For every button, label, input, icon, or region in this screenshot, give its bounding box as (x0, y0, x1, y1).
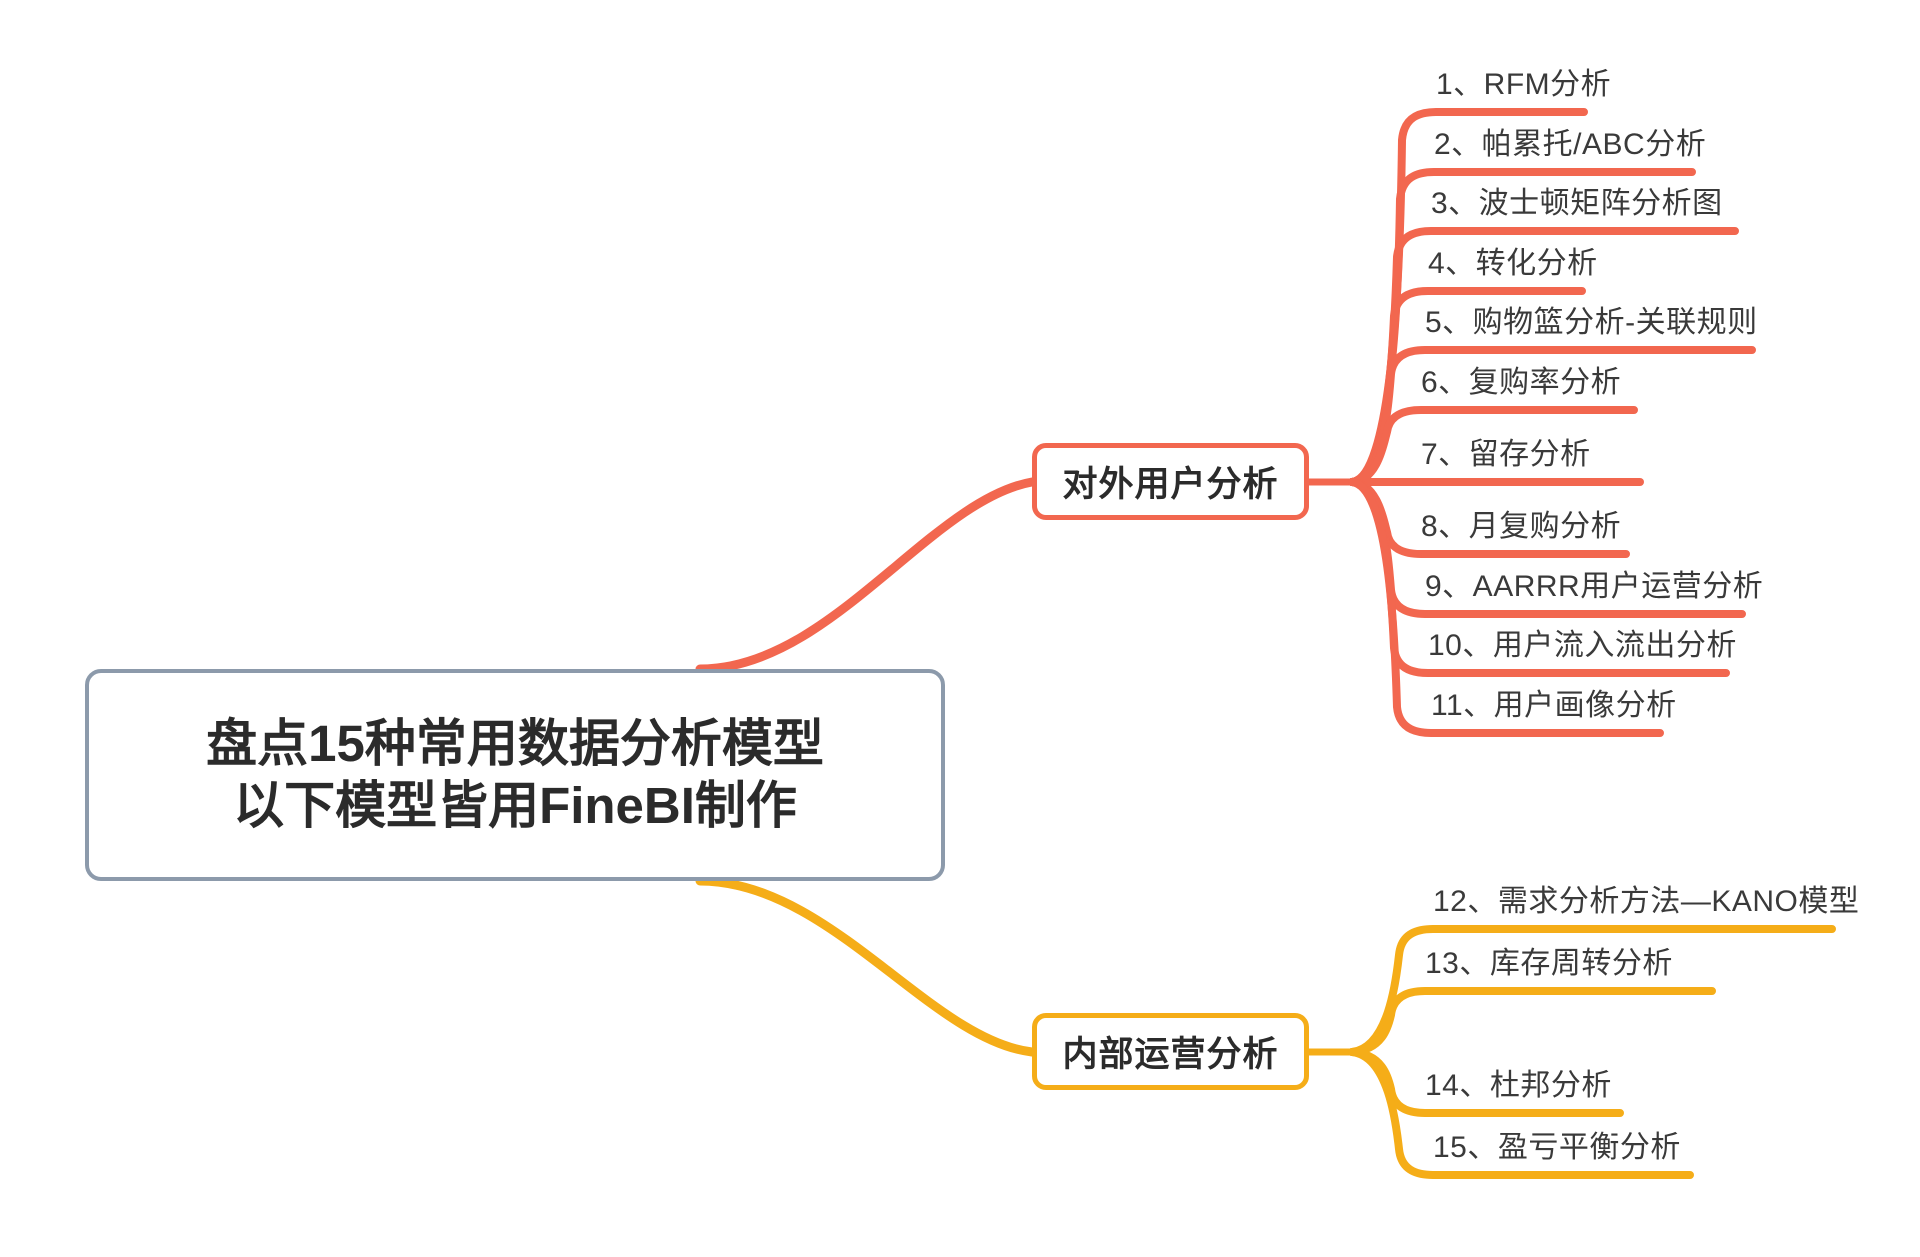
leaf-label-15: 15、盈亏平衡分析 (1433, 1131, 1681, 1164)
branch-label-outer: 对外用户分析 (1062, 465, 1279, 504)
leaf-label-5: 5、购物篮分析-关联规则 (1425, 306, 1758, 339)
leaf-underline-7 (1421, 479, 1606, 486)
leaf-underline-12 (1433, 926, 1832, 933)
branch-label-inner: 内部运营分析 (1062, 1035, 1279, 1074)
leaf-item-13[interactable]: 13、库存周转分析 (1425, 949, 1712, 995)
leaf-item-5[interactable]: 5、购物篮分析-关联规则 (1425, 306, 1758, 354)
leaf-item-3[interactable]: 3、波士顿矩阵分析图 (1431, 189, 1735, 235)
leaf-item-4[interactable]: 4、转化分析 (1428, 247, 1598, 295)
leaf-item-14[interactable]: 14、杜邦分析 (1425, 1071, 1620, 1117)
root-title-line-2: 以下模型皆用FineBI制作 (233, 777, 797, 834)
leaf-underline-10 (1428, 670, 1726, 677)
leaf-item-15[interactable]: 15、盈亏平衡分析 (1433, 1133, 1690, 1179)
leaf-item-9[interactable]: 9、AARRR用户运营分析 (1425, 570, 1764, 618)
leaf-underline-6 (1421, 407, 1634, 414)
leaf-label-12: 12、需求分析方法—KANO模型 (1433, 885, 1860, 918)
leaf-underline-8 (1421, 551, 1626, 558)
leaf-underline-11 (1431, 730, 1660, 737)
leaf-label-9: 9、AARRR用户运营分析 (1425, 570, 1764, 603)
leaf-label-11: 11、用户画像分析 (1431, 689, 1677, 722)
trunk-outer (695, 477, 1037, 674)
leaf-label-1: 1、RFM分析 (1436, 68, 1612, 101)
leaf-label-3: 3、波士顿矩阵分析图 (1431, 187, 1723, 220)
leaf-item-1[interactable]: 1、RFM分析 (1436, 68, 1612, 116)
trunk-inner (695, 876, 1037, 1057)
branch-node-outer-user-analysis[interactable]: 对外用户分析 (1032, 443, 1309, 520)
leaf-label-2: 2、帕累托/ABC分析 (1434, 128, 1707, 161)
leaf-underline-1 (1436, 109, 1584, 116)
leaf-label-13: 13、库存周转分析 (1425, 947, 1673, 980)
leaf-item-12[interactable]: 12、需求分析方法—KANO模型 (1433, 885, 1860, 933)
leaf-label-4: 4、转化分析 (1428, 247, 1598, 280)
leaf-label-6: 6、复购率分析 (1421, 366, 1622, 399)
leaf-item-2[interactable]: 2、帕累托/ABC分析 (1434, 128, 1707, 176)
leaf-item-8[interactable]: 8、月复购分析 (1421, 512, 1626, 558)
branch-node-internal-operations-analysis[interactable]: 内部运营分析 (1032, 1013, 1309, 1090)
leaf-underline-5 (1425, 347, 1752, 354)
leaf-item-10[interactable]: 10、用户流入流出分析 (1428, 629, 1737, 677)
leaf-underline-3 (1431, 228, 1735, 235)
leaf-item-6[interactable]: 6、复购率分析 (1421, 368, 1634, 414)
leaf-underline-15 (1433, 1172, 1690, 1179)
leaf-item-11[interactable]: 11、用户画像分析 (1431, 689, 1677, 737)
leaf-item-7[interactable]: 7、留存分析 (1421, 440, 1606, 486)
leaf-label-10: 10、用户流入流出分析 (1428, 629, 1737, 662)
leaf-label-8: 8、月复购分析 (1421, 510, 1622, 543)
leaf-underline-9 (1425, 611, 1742, 618)
leaf-underline-14 (1425, 1110, 1620, 1117)
leaf-label-14: 14、杜邦分析 (1425, 1069, 1612, 1102)
leaf-label-7: 7、留存分析 (1421, 438, 1591, 471)
root-node[interactable]: 盘点15种常用数据分析模型 以下模型皆用FineBI制作 (85, 669, 945, 881)
leaf-underline-2 (1434, 169, 1692, 176)
leaf-underline-13 (1425, 988, 1712, 995)
root-title-line-1: 盘点15种常用数据分析模型 (206, 714, 824, 772)
leaf-underline-4 (1428, 288, 1582, 295)
